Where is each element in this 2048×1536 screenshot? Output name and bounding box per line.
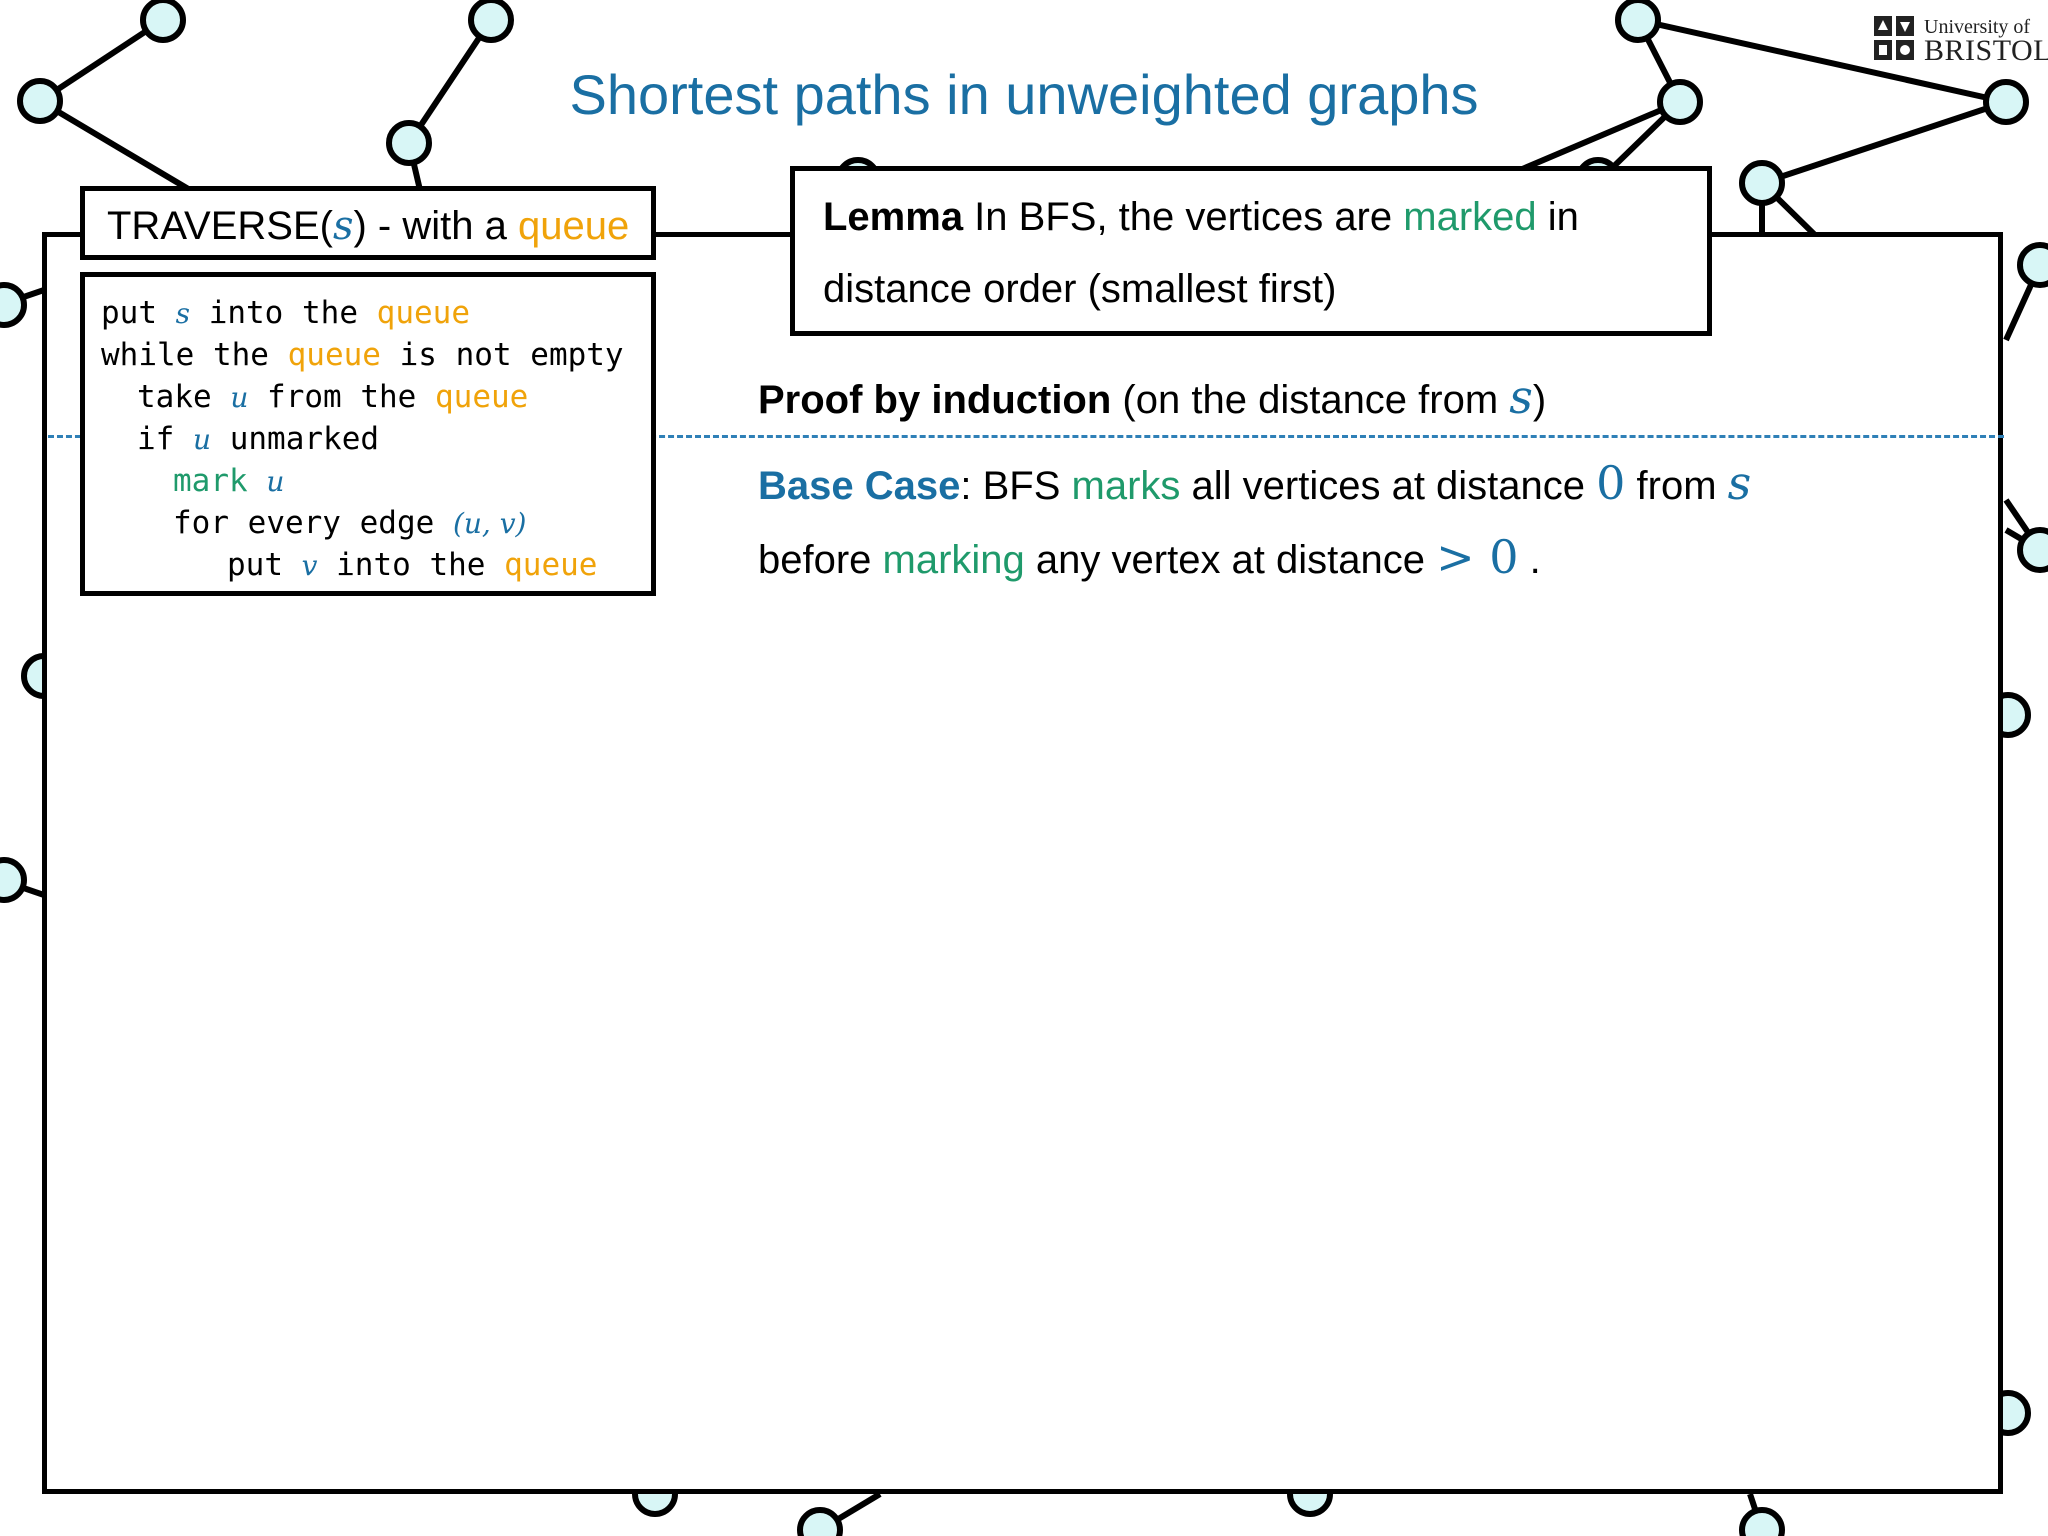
graph-node xyxy=(0,282,27,328)
base-case-line1: Base Case: BFS marks all vertices at dis… xyxy=(758,456,1752,510)
graph-node xyxy=(2017,242,2048,288)
graph-node xyxy=(1739,1507,1785,1536)
algorithm-title-box: TRAVERSE(s) - with a queue xyxy=(80,186,656,260)
lemma-box: Lemma In BFS, the vertices are marked in… xyxy=(790,166,1712,336)
proof-heading: Proof by induction (on the distance from… xyxy=(758,370,1547,424)
graph-node xyxy=(1615,0,1661,43)
graph-node xyxy=(797,1507,843,1536)
code-line: take u from the queue xyxy=(137,379,529,415)
code-line: if u unmarked xyxy=(137,421,380,457)
lemma-line1: Lemma In BFS, the vertices are marked in xyxy=(823,195,1579,239)
logo-line2: BRISTOL xyxy=(1924,34,2048,67)
crest-icon xyxy=(1874,16,1914,60)
code-line: mark u xyxy=(173,463,285,499)
pseudocode-box: put s into the queue while the queue is n… xyxy=(80,272,656,596)
graph-node xyxy=(0,857,27,903)
graph-node xyxy=(2017,527,2048,573)
graph-node xyxy=(468,0,514,43)
graph-node xyxy=(1983,79,2029,125)
base-case-line2: before marking any vertex at distance > … xyxy=(758,530,1541,584)
graph-node xyxy=(17,78,63,124)
university-logo: University of BRISTOL xyxy=(1872,14,2048,67)
code-line: for every edge (u, v) xyxy=(173,505,527,541)
code-line: while the queue is not empty xyxy=(101,337,624,373)
code-line: put v into the queue xyxy=(227,547,598,583)
lemma-line2: distance order (smallest first) xyxy=(823,267,1337,311)
code-line: put s into the queue xyxy=(101,295,470,331)
graph-node xyxy=(1739,160,1785,206)
dashed-divider xyxy=(48,435,2004,438)
graph-node xyxy=(140,0,186,43)
logo-line1: University of xyxy=(1924,16,2031,38)
algorithm-title: TRAVERSE(s) - with a queue xyxy=(107,203,630,249)
graph-node xyxy=(1657,79,1703,125)
slide-title: Shortest paths in unweighted graphs xyxy=(569,63,1479,126)
graph-node xyxy=(386,120,432,166)
